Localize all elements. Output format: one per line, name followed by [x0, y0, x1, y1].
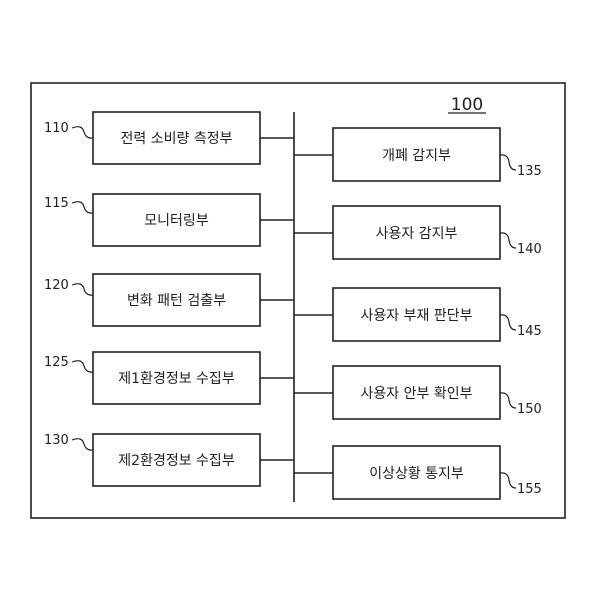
- right-block-145: 사용자 부재 판단부 145: [294, 287, 542, 342]
- right-block-label: 개폐 감지부: [382, 148, 451, 164]
- left-block-ref: 130: [44, 433, 69, 448]
- right-block-155: 이상상황 통지부 155: [294, 445, 542, 500]
- left-block-label: 제1환경정보 수집부: [118, 371, 235, 387]
- right-block-150: 사용자 안부 확인부 150: [294, 365, 542, 420]
- system-reference: 100: [451, 95, 483, 115]
- right-block-ref: 145: [517, 324, 542, 339]
- right-block-ref: 150: [517, 402, 542, 417]
- right-block-ref: 140: [517, 242, 542, 257]
- left-block-120: 변화 패턴 검출부 120: [44, 273, 294, 327]
- right-block-label: 사용자 감지부: [376, 226, 458, 242]
- right-block-ref: 135: [517, 164, 542, 179]
- left-block-label: 전력 소비량 측정부: [121, 131, 233, 147]
- right-block-135: 개폐 감지부 135: [294, 127, 542, 182]
- outer-frame: [30, 82, 566, 519]
- right-block-label: 이상상황 통지부: [369, 466, 464, 482]
- left-block-ref: 125: [44, 355, 69, 370]
- left-block-125: 제1환경정보 수집부 125: [44, 351, 294, 405]
- right-block-label: 사용자 안부 확인부: [361, 386, 473, 402]
- left-block-label: 변화 패턴 검출부: [127, 293, 226, 309]
- left-block-130: 제2환경정보 수집부 130: [44, 433, 294, 487]
- left-block-label: 모니터링부: [144, 213, 209, 229]
- left-block-label: 제2환경정보 수집부: [118, 453, 235, 469]
- right-block-ref: 155: [517, 482, 542, 497]
- left-block-ref: 120: [44, 278, 69, 293]
- left-block-115: 모니터링부 115: [44, 193, 294, 247]
- left-block-110: 전력 소비량 측정부 110: [44, 111, 294, 165]
- left-block-ref: 115: [44, 196, 69, 211]
- right-block-140: 사용자 감지부 140: [294, 205, 542, 260]
- left-block-ref: 110: [44, 121, 69, 136]
- right-block-label: 사용자 부재 판단부: [361, 308, 473, 324]
